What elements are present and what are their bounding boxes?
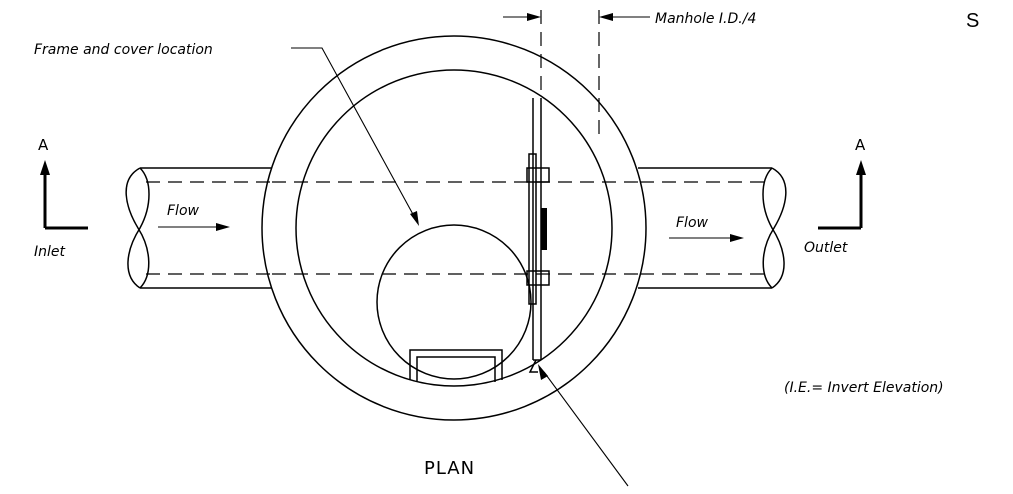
plan-title: PLAN xyxy=(424,458,475,479)
manhole-inner-wall xyxy=(295,69,613,387)
manhole-id-label: Manhole I.D./4 xyxy=(655,11,756,27)
flow-arrow-right xyxy=(669,234,744,242)
s-marker: S xyxy=(966,10,979,32)
flow-arrow-left xyxy=(158,223,230,231)
frame-cover-circle xyxy=(376,224,532,380)
invert-elevation-note: (I.E.= Invert Elevation) xyxy=(784,380,944,396)
frame-cover-leader xyxy=(291,47,419,226)
inlet-pipe xyxy=(125,167,272,289)
flow-label-right: Flow xyxy=(676,215,709,231)
frame-cover-label: Frame and cover location xyxy=(34,42,213,58)
section-marker-right xyxy=(818,160,866,230)
section-label-left: A xyxy=(38,136,49,154)
baffle-leader xyxy=(538,364,629,487)
flow-label-left: Flow xyxy=(167,203,200,219)
baffle-plate xyxy=(526,98,550,373)
manhole-id-dimension xyxy=(503,10,650,138)
inlet-label: Inlet xyxy=(34,244,66,260)
section-label-right: A xyxy=(855,136,866,154)
outlet-pipe xyxy=(638,167,787,289)
outlet-label: Outlet xyxy=(804,240,848,256)
manhole-outer-wall xyxy=(261,35,647,421)
section-marker-left xyxy=(40,160,88,230)
manhole-step xyxy=(409,349,503,382)
